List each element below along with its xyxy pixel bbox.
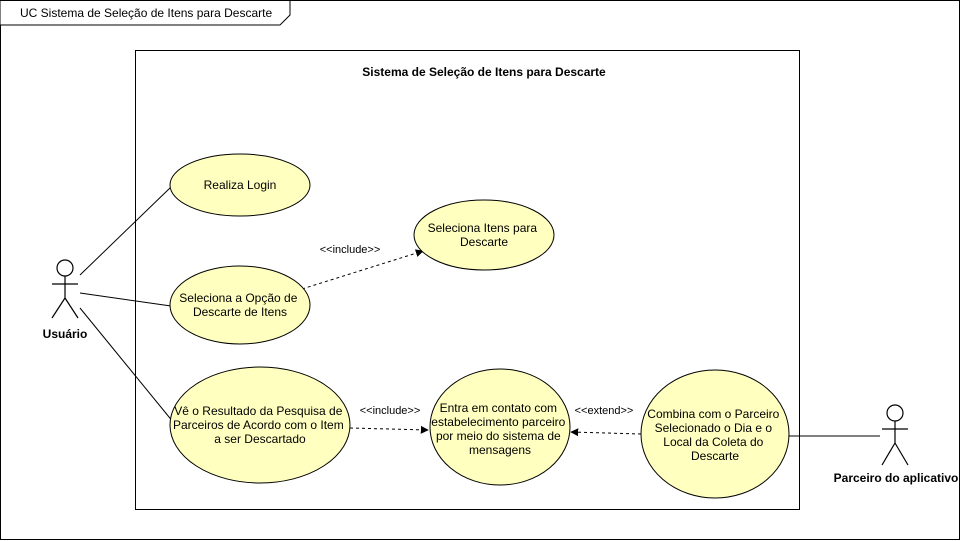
frame-title: UC Sistema de Seleção de Itens para Desc… bbox=[20, 6, 272, 20]
assoc-usuario-opcao bbox=[79, 292, 172, 307]
usecase-combina-parceiro-line: Descarte bbox=[691, 449, 739, 463]
actor-parceiro-label: Parceiro do aplicativo bbox=[834, 471, 959, 485]
usecase-seleciona-opcao-line: Descarte de Itens bbox=[193, 305, 287, 319]
associations bbox=[79, 186, 880, 437]
usecase-ve-resultado-line: Vê o Resultado da Pesquisa de bbox=[174, 404, 342, 418]
actor-usuario[interactable] bbox=[51, 259, 79, 319]
usecase-seleciona-itens[interactable]: Seleciona Itens para Descarte bbox=[413, 199, 555, 271]
usecase-seleciona-opcao-line: Seleciona a Opção de bbox=[179, 291, 297, 305]
usecase-realiza-login[interactable]: Realiza Login bbox=[169, 153, 311, 217]
system-boundary bbox=[135, 50, 800, 510]
actor-usuario-label: Usuário bbox=[43, 327, 88, 341]
svg-text:Vê o Resultado da Pesquisa de: Vê o Resultado da Pesquisa de Parceiros … bbox=[173, 404, 347, 446]
usecase-entra-contato[interactable]: Entra em contato com estabelecimento par… bbox=[429, 368, 571, 486]
svg-text:Seleciona a Opção de Des: Seleciona a Opção de Descarte de Itens bbox=[179, 291, 300, 319]
usecase-entra-contato-line: mensagens bbox=[469, 443, 531, 457]
usecase-ve-resultado-line: Parceiros de Acordo com o Item bbox=[173, 418, 344, 432]
usecase-realiza-login-line: Realiza Login bbox=[204, 178, 277, 192]
include-label-1: <<include>> bbox=[320, 244, 381, 256]
usecase-combina-parceiro-line: Combina com o Parceiro bbox=[647, 407, 779, 421]
extend-label-1: <<extend>> bbox=[575, 405, 634, 417]
usecase-entra-contato-line: estabelecimento parceiro bbox=[431, 415, 565, 429]
relations bbox=[301, 249, 642, 437]
frame-title-tab bbox=[0, 0, 291, 26]
svg-text:Realiza Login: Realiza Login bbox=[204, 178, 277, 192]
assoc-usuario-login bbox=[79, 186, 172, 276]
usecase-seleciona-opcao[interactable]: Seleciona a Opção de Descarte de Itens bbox=[169, 265, 311, 345]
usecase-ve-resultado[interactable]: Vê o Resultado da Pesquisa de Parceiros … bbox=[169, 366, 351, 484]
usecase-seleciona-itens-line: Seleciona Itens para bbox=[428, 221, 538, 235]
usecase-entra-contato-line: Entra em contato com bbox=[440, 401, 557, 415]
svg-text:Entra em contato com est: Entra em contato com estabelecimento par… bbox=[431, 401, 568, 457]
usecase-entra-contato-line: por meio do sistema de bbox=[436, 429, 561, 443]
usecase-combina-parceiro[interactable]: Combina com o Parceiro Selecionado o Dia… bbox=[640, 369, 790, 499]
usecase-ve-resultado-line: a ser Descartado bbox=[214, 432, 306, 446]
actor-parceiro[interactable] bbox=[881, 404, 909, 466]
usecase-combina-parceiro-line: Local da Coleta do bbox=[663, 435, 763, 449]
system-title: Sistema de Seleção de Itens para Descart… bbox=[362, 65, 606, 79]
usecase-combina-parceiro-line: Selecionado o Dia e o bbox=[655, 421, 773, 435]
svg-text:Seleciona Itens para Des: Seleciona Itens para Descarte bbox=[428, 221, 541, 249]
usecase-seleciona-itens-line: Descarte bbox=[460, 235, 508, 249]
assoc-usuario-resultado bbox=[79, 307, 179, 429]
include-label-2: <<include>> bbox=[360, 405, 421, 417]
svg-text:Combina com o Parceiro S: Combina com o Parceiro Selecionado o Dia… bbox=[647, 407, 782, 463]
include-arrow-2 bbox=[349, 425, 429, 434]
